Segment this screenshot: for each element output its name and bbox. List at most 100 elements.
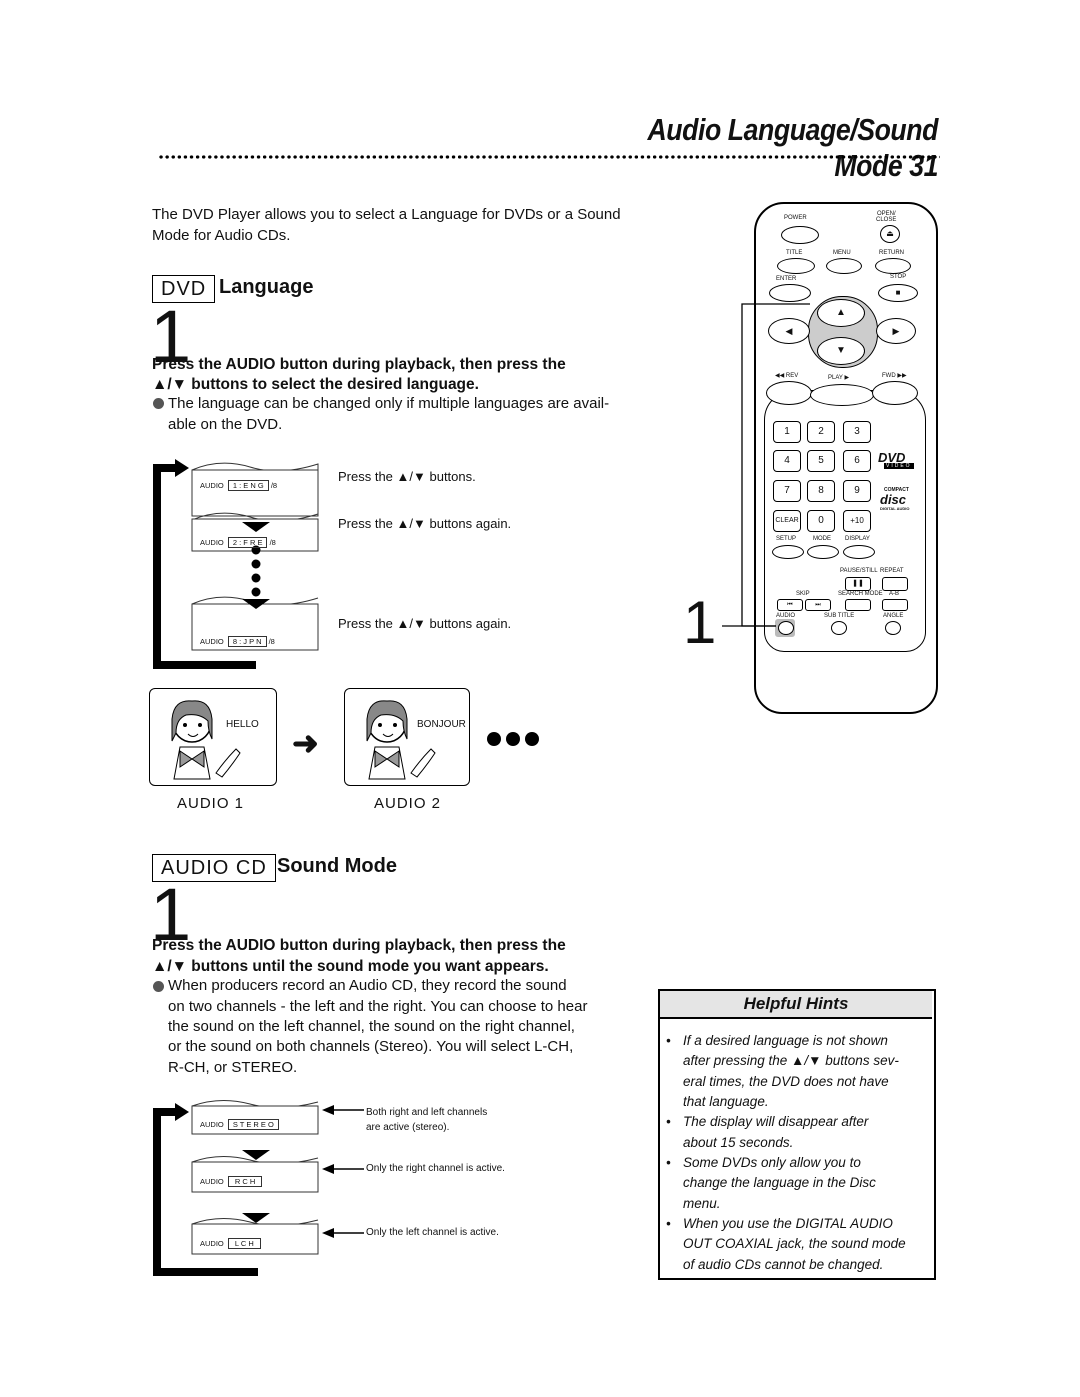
display-button[interactable] [843, 545, 875, 559]
clear-button[interactable]: CLEAR [773, 510, 801, 532]
eject-button[interactable]: ⏏ [880, 225, 900, 243]
audio-label: AUDIO [200, 1120, 224, 1129]
audio-label: AUDIO [200, 637, 224, 646]
pause-icon: ❚❚ [852, 580, 864, 587]
ab-label: A-B [889, 591, 900, 597]
skip-label: SKIP [796, 591, 810, 597]
audio-label: AUDIO [200, 481, 224, 490]
track-total: /8 [270, 481, 278, 490]
hint-line: after pressing the ▲/▼ buttons sev- [683, 1053, 899, 1068]
bullet-dot [153, 398, 164, 409]
setup-button[interactable] [772, 545, 804, 559]
intro-text: The DVD Player allows you to select a La… [152, 206, 621, 244]
menu-button[interactable] [826, 258, 862, 274]
key-7[interactable]: 7 [773, 480, 801, 502]
bullet-text: When producers record an Audio CD, they … [168, 977, 567, 994]
track-total: /8 [268, 637, 275, 646]
fwd-button[interactable] [872, 381, 918, 405]
skip-forward-button[interactable]: ⏭ [805, 599, 831, 611]
key-3[interactable]: 3 [843, 421, 871, 443]
sound-mode-heading: Sound Mode [277, 855, 397, 877]
speaking-girl-icon [366, 700, 436, 780]
subtitle-button[interactable] [831, 621, 847, 635]
mode-box: R C H [227, 1176, 263, 1187]
enter-label: ENTER [776, 276, 797, 282]
down-arrow-icon: ▼ [836, 345, 846, 356]
helpful-hints-heading: Helpful Hints [660, 991, 932, 1019]
hint-bullet: • [666, 1216, 671, 1231]
repeat-button[interactable] [882, 577, 908, 591]
display-label: DISPLAY [845, 536, 870, 542]
key-8[interactable]: 8 [807, 480, 835, 502]
step-number: 1 [150, 295, 192, 378]
eject-icon: ⏏ [886, 229, 894, 238]
enter-button[interactable] [769, 284, 811, 302]
search-mode-label: SEARCH MODE [838, 591, 883, 597]
screen-readout: AUDIO L C H [200, 1238, 261, 1249]
sub-title-label: SUB TITLE [824, 613, 855, 619]
stop-button[interactable]: ■ [878, 284, 918, 302]
left-arrow-icon: ◀ [785, 326, 793, 336]
track-box: 2 : F R E [227, 537, 268, 548]
hint-line: If a desired language is not shown [683, 1033, 888, 1048]
rev-button[interactable] [766, 381, 812, 405]
plus10-button[interactable]: +10 [843, 510, 871, 532]
key-0[interactable]: 0 [807, 510, 835, 532]
audio-label: AUDIO [200, 1177, 224, 1186]
key-6[interactable]: 6 [843, 450, 871, 472]
repeat-label: REPEAT [880, 568, 904, 574]
up-arrow-icon: ▲ [836, 307, 846, 318]
left-button[interactable]: ◀ [768, 318, 810, 344]
angle-button[interactable] [885, 621, 901, 635]
callout-lines [722, 303, 810, 627]
play-label: PLAY ▶ [828, 375, 850, 381]
pause-button[interactable]: ❚❚ [845, 577, 871, 591]
instruction-line: ▲/▼ buttons until the sound mode you wan… [152, 958, 549, 975]
dvd-logo: DVD [878, 450, 906, 465]
return-label: RETURN [879, 250, 904, 256]
instruction-line: Press the AUDIO button during playback, … [152, 356, 566, 373]
bullet-text: R-CH, or STEREO. [168, 1059, 298, 1076]
stop-icon: ■ [895, 288, 901, 297]
mode-caption: Both right and left channels [366, 1107, 488, 1118]
skip-back-button[interactable]: ⏮ [777, 599, 803, 611]
illustration-panel-1: HELLO [149, 688, 277, 786]
bullet-text: able on the DVD. [168, 416, 283, 433]
hint-bullet: • [666, 1033, 671, 1048]
angle-label: ANGLE [883, 613, 904, 619]
audio-button[interactable] [778, 621, 794, 635]
speaking-girl-icon [171, 700, 241, 780]
key-9[interactable]: 9 [843, 480, 871, 502]
hint-line: of audio CDs cannot be changed. [683, 1257, 884, 1272]
mode-button[interactable] [807, 545, 839, 559]
key-1[interactable]: 1 [773, 421, 801, 443]
title-button[interactable] [777, 258, 815, 274]
dotted-rule [158, 153, 940, 161]
search-mode-button[interactable] [845, 599, 871, 611]
hint-line: OUT COAXIAL jack, the sound mode [683, 1236, 906, 1251]
key-4[interactable]: 4 [773, 450, 801, 472]
pause-still-label: PAUSE/STILL [840, 568, 878, 574]
rev-label: ◀◀ REV [775, 373, 799, 379]
power-button[interactable] [781, 226, 819, 244]
audio-cd-tag: AUDIO CD [152, 854, 276, 882]
sound-mode-flow-graphic [153, 1100, 364, 1276]
right-arrow-icon: ➜ [292, 725, 319, 761]
disc-logo: disc [880, 492, 907, 507]
speech-bubble-text: BONJOUR [417, 719, 466, 730]
right-button[interactable]: ▶ [876, 318, 916, 344]
hint-line: Some DVDs only allow you to [683, 1155, 861, 1170]
screen-readout: AUDIO 2 : F R E /8 [200, 537, 276, 548]
hint-line: change the language in the Disc [683, 1175, 876, 1190]
bullet-text: the sound on the left channel, the sound… [168, 1018, 575, 1035]
key-5[interactable]: 5 [807, 450, 835, 472]
ab-button[interactable] [882, 599, 908, 611]
track-number: 2 [232, 538, 238, 547]
key-2[interactable]: 2 [807, 421, 835, 443]
more-dots-icon [487, 732, 539, 746]
track-number: 8 [232, 637, 238, 646]
return-button[interactable] [875, 258, 911, 274]
up-button[interactable]: ▲ [817, 299, 865, 327]
down-button[interactable]: ▼ [817, 337, 865, 365]
language-heading: Language [219, 276, 314, 298]
